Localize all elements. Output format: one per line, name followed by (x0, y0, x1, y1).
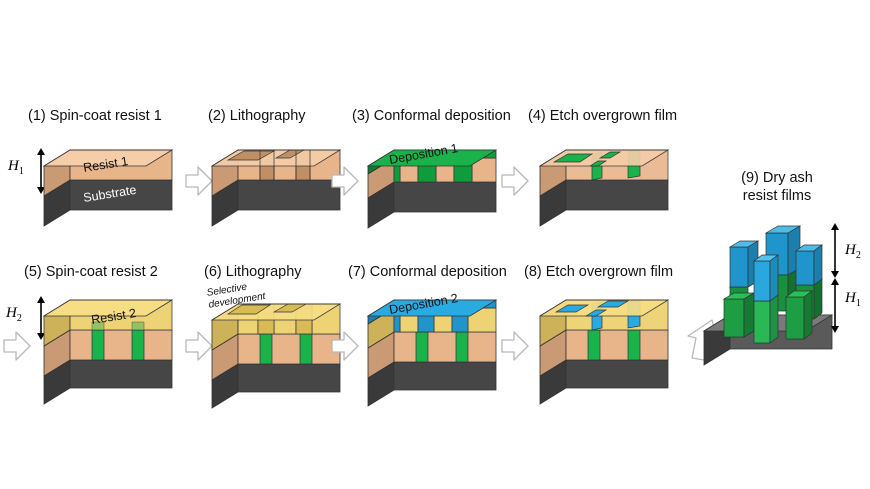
deposition2-top-strip-3 (584, 309, 608, 317)
substrate-front (565, 179, 669, 211)
deposition1-pillar-2 (299, 333, 313, 365)
resist1-front (237, 333, 341, 365)
deposition1-pillar-front-left (723, 298, 745, 338)
deposition1-top-strip-2 (598, 151, 622, 159)
panel-step-1: Resist 1 Substrate (42, 149, 174, 227)
deposition2-cap-right (795, 250, 815, 286)
step-4-caption: (4) Etch overgrown film (528, 108, 678, 124)
deposition1-pillar-1 (415, 331, 429, 363)
deposition2-cap-front-mid-side (769, 254, 779, 302)
deposition2-cap-right-side (813, 244, 823, 286)
deposition2-cap-back-left (729, 246, 749, 288)
deposition1-pillar-1 (91, 329, 105, 361)
arrow-6-to-7 (331, 331, 359, 361)
step-3-caption: (3) Conformal deposition (352, 108, 511, 124)
panel-step-9 (702, 225, 834, 366)
dimension-h1-step1-arrow (37, 148, 45, 194)
substrate-front (237, 363, 341, 393)
deposition2-top (366, 299, 498, 317)
step-5-caption: (5) Spin-coat resist 2 (24, 264, 158, 280)
dimension-h2-step9: H2 (845, 242, 861, 261)
step-7-caption: (7) Conformal deposition (348, 264, 507, 280)
step-8-caption: (8) Etch overgrown film (524, 264, 674, 280)
arrow-1-to-2 (185, 166, 213, 196)
panel-step-4 (538, 149, 670, 227)
resist1-face-label: Resist 1 (82, 154, 129, 175)
step-2-caption: (2) Lithography (208, 108, 306, 124)
panel-step-5: Resist 2 (42, 299, 174, 405)
arrow-7-to-8 (501, 331, 529, 361)
resist1-front (565, 329, 669, 361)
deposition1-pillar-front-right (785, 296, 805, 340)
deposition1-pillar-2 (455, 331, 469, 363)
resist1-front (69, 329, 173, 361)
panel-step-8 (538, 299, 670, 405)
deposition1-through-2 (131, 321, 145, 331)
dimension-h1-step1: H1 (8, 158, 24, 177)
deposition1-pillar-1 (259, 333, 273, 365)
deposition1-pillar-front-mid-side (769, 294, 779, 344)
deposition2-top-strip-1 (554, 304, 590, 313)
deposition1-through-1 (91, 321, 105, 331)
substrate-front (237, 179, 341, 211)
step-9-caption: (9) Dry ash resist films (741, 170, 813, 204)
dimension-h2-step9-arrow (831, 223, 839, 333)
deposition1-pillar-front-mid (753, 300, 771, 344)
substrate-front (565, 359, 669, 389)
deposition1-pillar-front-left-side2 (743, 292, 755, 338)
deposition1-top-strip-1 (552, 153, 594, 163)
panel-step-7: Deposition 2 (366, 291, 498, 407)
deposition2-top-strip-2 (596, 300, 630, 308)
deposition1-top (366, 149, 498, 167)
arrow-5-to-6 (185, 331, 213, 361)
top-opening-1 (226, 304, 272, 315)
panel-step-3: Deposition 1 (366, 141, 498, 229)
arrow-2-to-3 (331, 166, 359, 196)
panel-step-6 (210, 303, 342, 409)
substrate-front (69, 359, 173, 389)
step-1-caption: (1) Spin-coat resist 1 (28, 108, 162, 124)
dimension-h2-step5: H2 (6, 305, 22, 324)
arrow-3-to-4 (501, 166, 529, 196)
deposition2-cap-front-mid (753, 260, 771, 302)
dimension-h1-step9: H1 (845, 290, 861, 309)
deposition1-pillar-2 (131, 329, 145, 361)
deposition1-top-strip-3 (588, 160, 608, 167)
resist1-front (393, 331, 497, 363)
substrate-front (393, 181, 497, 213)
deposition1-pillar-right-side (813, 278, 823, 320)
deposition1-pillar-front-right-side (803, 290, 813, 340)
dimension-h2-step5-arrow (37, 296, 45, 340)
deposition1-pillar-2 (627, 329, 641, 361)
arrow-4-to-5 (3, 331, 31, 361)
panel-step-2 (210, 149, 342, 227)
deposition1-pillar-1 (587, 329, 601, 361)
substrate-front (393, 361, 497, 391)
step-6-caption: (6) Lithography (204, 264, 302, 280)
resist2-face-label: Resist 2 (90, 306, 137, 327)
